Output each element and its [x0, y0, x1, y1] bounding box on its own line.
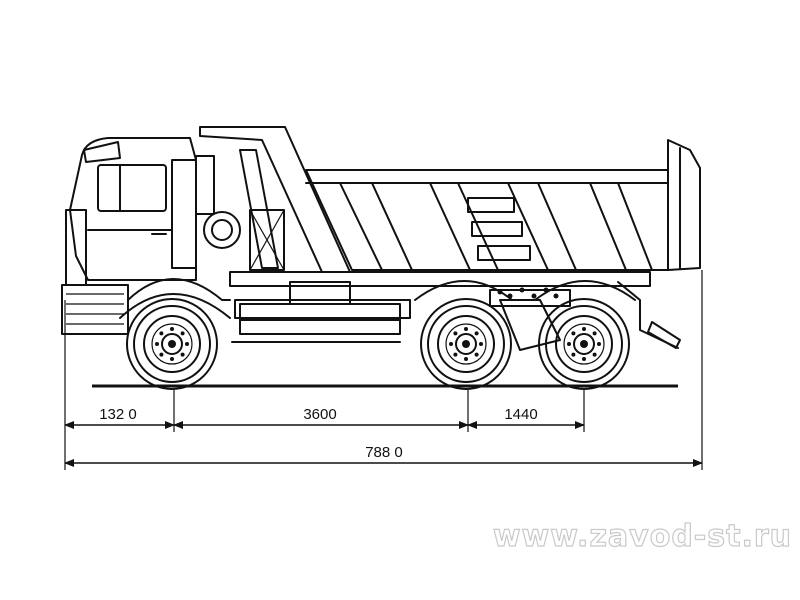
dim-front-overhang-label: 132 0: [99, 406, 137, 423]
dim-wheelbase-2-label: 1440: [504, 406, 537, 423]
dump-body: [199, 126, 701, 273]
chassis: [229, 271, 681, 351]
front-wheel: [126, 298, 218, 390]
dim-wheelbase-1-label: 3600: [303, 406, 336, 423]
watermark: www.zavod-st.ru: [493, 519, 792, 554]
truck: [61, 126, 701, 390]
lift-mechanism: [195, 149, 285, 271]
rear-wheel: [538, 298, 630, 390]
middle-wheel: [420, 298, 512, 390]
dimension-lines: 132 0 3600 1440 788 0: [64, 270, 703, 470]
dim-overall-length-label: 788 0: [365, 444, 403, 461]
